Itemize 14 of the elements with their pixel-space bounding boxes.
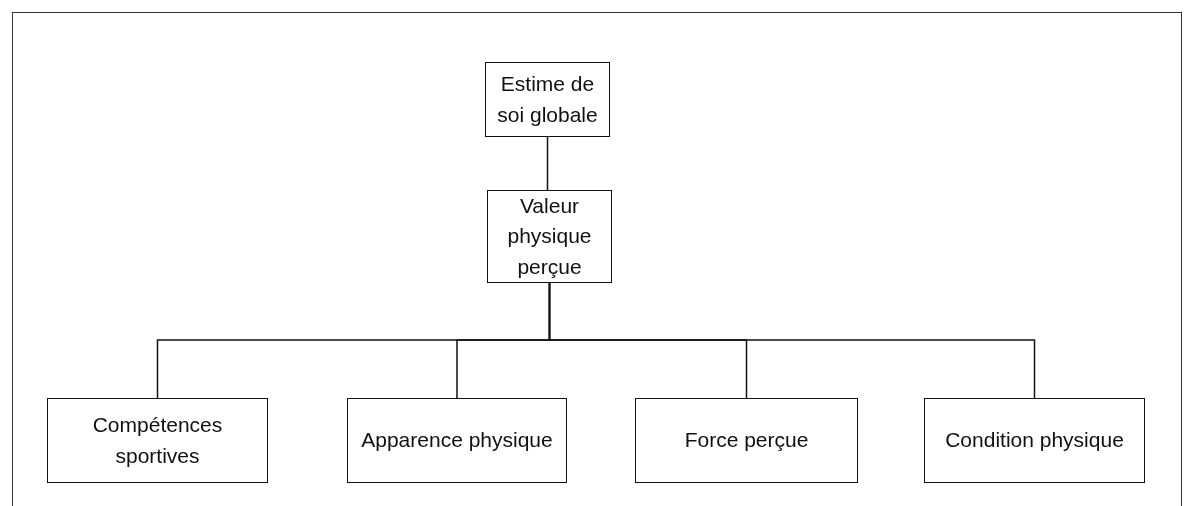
box-label: Compétences sportives <box>91 412 224 469</box>
box-label: Estime de soi globale <box>496 71 599 128</box>
category-box <box>635 398 858 483</box>
box-label: Force perçue <box>684 427 809 454</box>
connector-line <box>546 136 549 191</box>
category-box <box>924 398 1145 483</box>
box-label: Condition physique <box>945 427 1124 454</box>
box-label: Valeur physique perçue <box>506 192 593 280</box>
connector-line <box>548 282 1036 399</box>
category-box <box>485 62 610 137</box>
category-box <box>47 398 268 483</box>
category-box <box>347 398 567 483</box>
box-label: Apparence physique <box>361 427 553 454</box>
category-box <box>487 190 612 283</box>
